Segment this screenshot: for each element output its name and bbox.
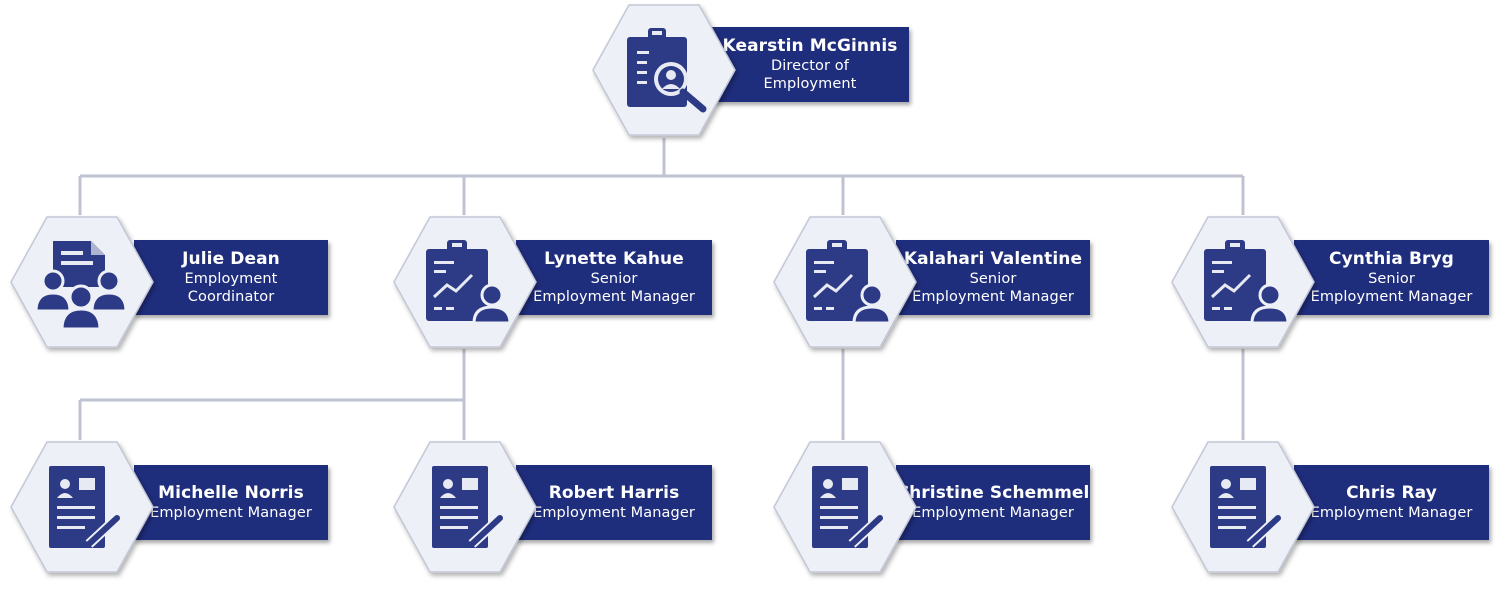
job-title-line-1: Employment Manager <box>912 505 1074 521</box>
node-label: Cynthia Bryg Senior Employment Manager <box>1294 240 1489 315</box>
resume-pen-icon <box>392 440 538 574</box>
org-node-christine-schemmel[interactable]: Christine Schemmel Employment Manager <box>772 440 1090 574</box>
person-name: Christine Schemmel <box>896 483 1090 503</box>
person-name: Chris Ray <box>1346 483 1437 503</box>
node-label: Chris Ray Employment Manager <box>1294 465 1489 540</box>
job-title-line-1: Employment <box>184 271 278 287</box>
org-node-director[interactable]: Kearstin McGinnis Director of Employment <box>591 3 909 137</box>
job-title-line-1: Senior <box>969 271 1017 287</box>
person-name: Kearstin McGinnis <box>722 36 898 56</box>
job-title-line-1: Employment Manager <box>533 505 695 521</box>
org-node-michelle-norris[interactable]: Michelle Norris Employment Manager <box>9 440 328 574</box>
org-node-cynthia-bryg[interactable]: Cynthia Bryg Senior Employment Manager <box>1170 215 1489 349</box>
person-name: Cynthia Bryg <box>1329 249 1454 269</box>
person-name: Kalahari Valentine <box>903 249 1083 269</box>
job-title-line-1: Employment Manager <box>1310 505 1473 521</box>
job-title-line-1: Employment Manager <box>150 505 312 521</box>
clipboard-chart-person-icon <box>1170 215 1316 349</box>
job-title-line-2: Employment Manager <box>533 289 695 305</box>
node-label: Kalahari Valentine Senior Employment Man… <box>896 240 1090 315</box>
org-node-chris-ray[interactable]: Chris Ray Employment Manager <box>1170 440 1489 574</box>
clipboard-chart-person-icon <box>392 215 538 349</box>
node-label: Kearstin McGinnis Director of Employment <box>711 27 909 102</box>
team-document-icon <box>9 215 155 349</box>
person-name: Julie Dean <box>182 249 280 269</box>
org-node-robert-harris[interactable]: Robert Harris Employment Manager <box>392 440 712 574</box>
job-title-line-2: Employment <box>763 76 857 92</box>
job-title-line-2: Employment Manager <box>912 289 1074 305</box>
person-name: Lynette Kahue <box>544 249 684 269</box>
job-title-line-2: Coordinator <box>187 289 275 305</box>
node-label: Michelle Norris Employment Manager <box>134 465 328 540</box>
person-name: Robert Harris <box>548 483 680 503</box>
clipboard-search-icon <box>591 3 737 137</box>
resume-pen-icon <box>1170 440 1316 574</box>
resume-pen-icon <box>772 440 918 574</box>
person-name: Michelle Norris <box>158 483 304 503</box>
org-node-lynette-kahue[interactable]: Lynette Kahue Senior Employment Manager <box>392 215 712 349</box>
clipboard-chart-person-icon <box>772 215 918 349</box>
node-label: Lynette Kahue Senior Employment Manager <box>516 240 712 315</box>
job-title-line-1: Senior <box>590 271 638 287</box>
node-label: Julie Dean Employment Coordinator <box>134 240 328 315</box>
job-title-line-1: Senior <box>1368 271 1415 287</box>
org-node-julie-dean[interactable]: Julie Dean Employment Coordinator <box>9 215 328 349</box>
org-node-kalahari-valentine[interactable]: Kalahari Valentine Senior Employment Man… <box>772 215 1090 349</box>
node-label: Christine Schemmel Employment Manager <box>896 465 1090 540</box>
resume-pen-icon <box>9 440 155 574</box>
job-title-line-2: Employment Manager <box>1310 289 1473 305</box>
job-title-line-1: Director of <box>771 58 849 74</box>
node-label: Robert Harris Employment Manager <box>516 465 712 540</box>
